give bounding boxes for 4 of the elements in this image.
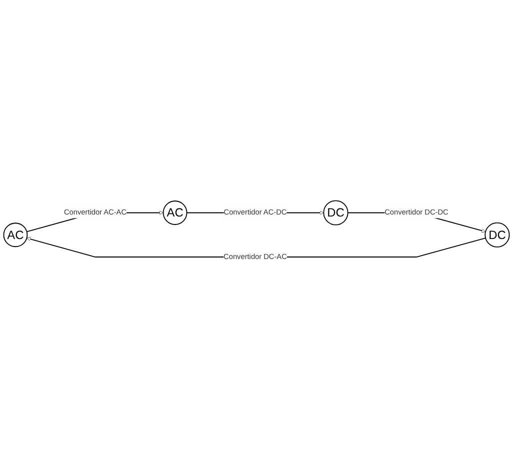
node-circle: AC — [3, 223, 28, 248]
node-circle: DC — [323, 200, 348, 226]
node-circle: DC — [484, 222, 510, 248]
node-circle: AC — [162, 200, 188, 226]
